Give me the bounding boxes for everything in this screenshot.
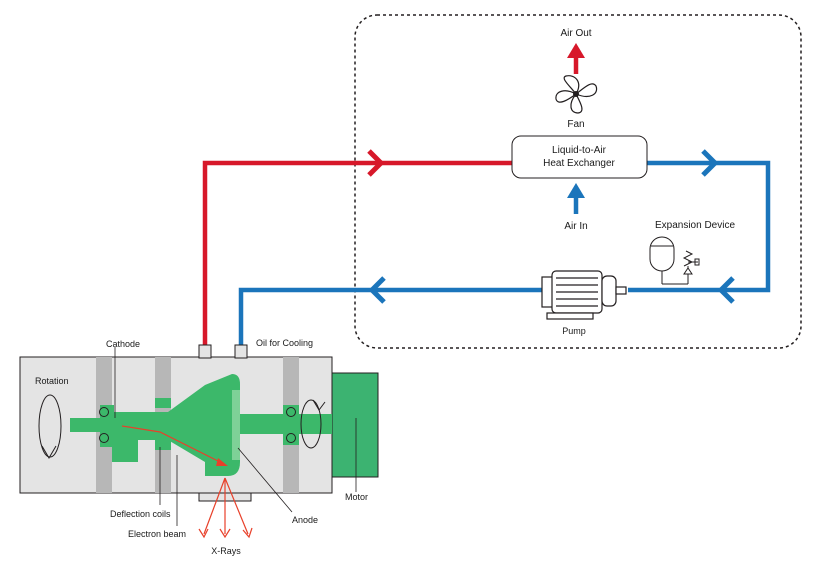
oil-port-in: [234, 344, 248, 359]
fan-label: Fan: [567, 119, 584, 130]
bearings: [99, 407, 296, 443]
motor-label: Motor: [345, 492, 368, 502]
heat-exchanger-label-1: Liquid-to-Air: [552, 145, 607, 156]
air-in-arrowhead: [567, 183, 585, 198]
electron-beam: [121, 425, 223, 464]
cold-pipe-chevron-1: [701, 149, 719, 177]
cathode-label: Cathode: [106, 339, 140, 349]
air-out-arrowhead: [567, 43, 585, 58]
x-ray-arrows: [198, 477, 253, 539]
oil-port-out: [198, 344, 212, 359]
deflection-coils: [155, 398, 171, 450]
air-out-label: Air Out: [560, 28, 591, 39]
air-in-label: Air In: [564, 221, 587, 232]
deflection-coils-label: Deflection coils: [110, 509, 171, 519]
expansion-device-icon: [649, 236, 700, 285]
rotation-arrow-icon: [38, 394, 62, 459]
tube-rotor: [70, 374, 332, 476]
pump-icon: [541, 270, 627, 320]
cold-pipe-chevron-3: [368, 276, 386, 304]
heat-exchanger-label-2: Heat Exchanger: [543, 158, 615, 169]
cooling-unit-boundary: [354, 14, 802, 349]
leader-lines: [114, 347, 293, 526]
expansion-device-label: Expansion Device: [655, 220, 735, 231]
pump-label: Pump: [562, 326, 586, 336]
electron-beam-label: Electron beam: [128, 529, 186, 539]
hot-oil-pipe: [202, 160, 512, 345]
motor-block: [331, 372, 379, 478]
electron-beam-arrowhead: [216, 458, 228, 466]
hot-pipe-chevron: [367, 149, 385, 177]
cold-oil-pipe-to-tube: [238, 287, 542, 345]
rotation-label: Rotation: [35, 376, 69, 386]
cold-pipe-chevron-2: [717, 276, 735, 304]
x-rays-label: X-Rays: [211, 546, 241, 556]
oil-for-cooling-label: Oil for Cooling: [256, 338, 313, 348]
rotation-arrow-icon-right: [300, 399, 326, 449]
anode-face: [232, 390, 240, 460]
anode-label: Anode: [292, 515, 318, 525]
cold-oil-pipe-return: [628, 160, 771, 293]
heat-exchanger-box: [511, 135, 648, 179]
fan-icon: [555, 75, 598, 114]
